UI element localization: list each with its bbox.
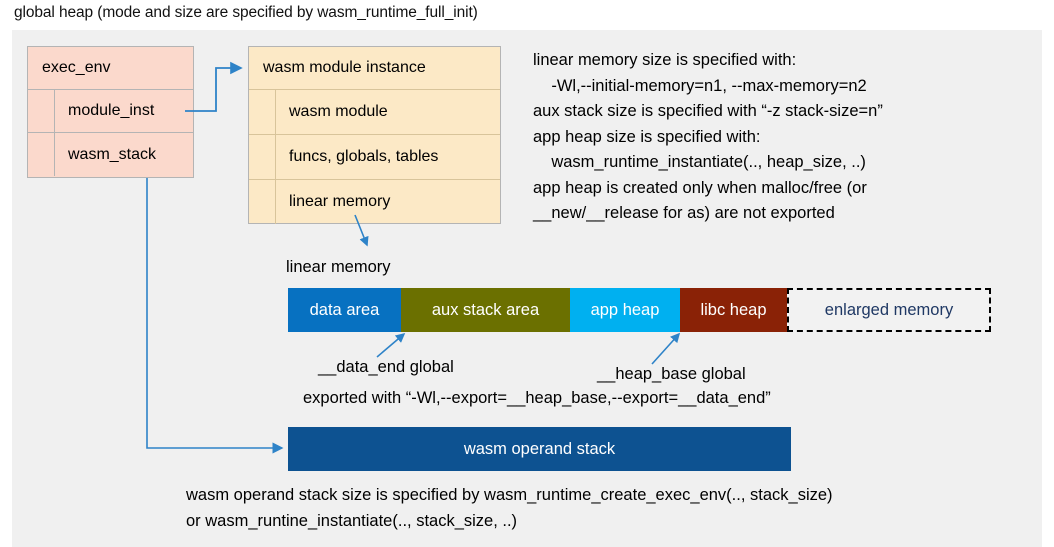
- operand-stack-notes: wasm operand stack size is specified by …: [186, 486, 833, 530]
- module-instance-field-linear-memory: linear memory: [249, 180, 500, 224]
- struct-gutter: [249, 135, 276, 179]
- module-instance-field-funcs-globals-tables: funcs, globals, tables: [249, 135, 500, 180]
- memory-segment-libc-heap: libc heap: [680, 288, 787, 332]
- data-end-global-label: __data_end global: [318, 358, 454, 376]
- module-instance-field-wasm-module: wasm module: [249, 90, 500, 135]
- wasm-operand-stack-box: wasm operand stack: [288, 427, 791, 471]
- exec-env-field-module-inst: module_inst: [28, 90, 193, 133]
- linear-memory-notes: linear memory size is specified with: -W…: [533, 51, 883, 222]
- exec-env-field-wasm-stack-label: wasm_stack: [68, 145, 157, 163]
- exec-env-field-wasm-stack: wasm_stack: [28, 133, 193, 176]
- module-instance-field-funcs-globals-tables-label: funcs, globals, tables: [289, 148, 439, 165]
- memory-segment-app-heap: app heap: [570, 288, 680, 332]
- linear-memory-bar: data area aux stack area app heap libc h…: [288, 288, 991, 332]
- struct-gutter: [249, 90, 276, 134]
- page-title: global heap (mode and size are specified…: [14, 4, 478, 21]
- wasm-module-instance-box: wasm module instance wasm module funcs, …: [248, 46, 501, 224]
- heap-base-global-label: __heap_base global: [597, 365, 746, 383]
- exec-env-box: exec_env module_inst wasm_stack: [27, 46, 194, 178]
- memory-segment-data-area: data area: [288, 288, 401, 332]
- struct-gutter: [28, 90, 55, 132]
- struct-gutter: [28, 133, 55, 176]
- module-instance-field-linear-memory-label: linear memory: [289, 193, 391, 210]
- memory-segment-aux-stack-area: aux stack area: [401, 288, 570, 332]
- struct-gutter: [249, 180, 276, 224]
- exec-env-field-module-inst-label: module_inst: [68, 102, 155, 119]
- module-instance-field-wasm-module-label: wasm module: [289, 103, 388, 120]
- exec-env-title: exec_env: [28, 47, 193, 90]
- module-instance-title: wasm module instance: [249, 47, 500, 90]
- memory-segment-enlarged-memory: enlarged memory: [787, 288, 991, 332]
- export-flags-note: exported with “-Wl,--export=__heap_base,…: [303, 389, 771, 407]
- linear-memory-caption: linear memory: [286, 258, 391, 276]
